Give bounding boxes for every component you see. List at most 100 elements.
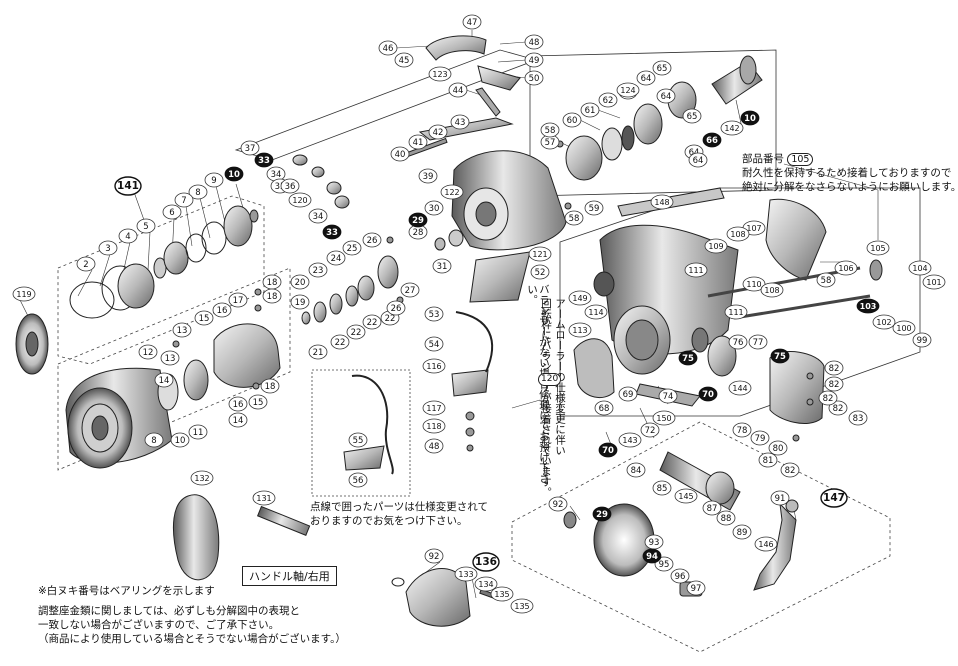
callout-badge — [114, 176, 142, 196]
part-number-callout: 70 — [598, 442, 618, 458]
group-frame-141 — [57, 195, 291, 471]
callout-number: 19 — [295, 298, 306, 308]
arm-roller-note-line2: 回転枠にバランサーが接着されています。 — [540, 298, 552, 498]
cap-132 — [172, 494, 220, 581]
callout-number: 75 — [682, 354, 694, 364]
callout-number: 13 — [177, 326, 188, 336]
pinion-stack — [565, 55, 763, 181]
callout-badge — [642, 548, 662, 564]
callout-number: 64 — [641, 74, 652, 84]
part-number-callout: 101 — [922, 274, 946, 290]
callout-number: 146 — [758, 540, 773, 549]
part-number-callout: 21 — [308, 344, 328, 360]
callout-badge — [688, 152, 708, 168]
callout-number: 69 — [623, 390, 634, 400]
part-number-callout: 34 — [308, 208, 328, 224]
rotor — [434, 150, 567, 303]
callout-number: 22 — [367, 318, 378, 328]
callout-number: 58 — [821, 276, 832, 286]
callout-badge — [424, 200, 444, 216]
callout-badge — [394, 52, 414, 68]
part-number-callout: 120 — [288, 192, 312, 208]
part-number-callout: 14 — [228, 412, 248, 428]
part-number-callout: 79 — [750, 430, 770, 446]
callout-number: 141 — [117, 180, 139, 192]
callout-badge — [912, 332, 932, 348]
callout-badge — [564, 210, 584, 226]
spec-change-parts — [343, 311, 494, 475]
part-number-callout: 92 — [548, 496, 568, 512]
callout-badge — [262, 288, 282, 304]
callout-number: 68 — [599, 404, 610, 414]
callout-number: 65 — [687, 112, 698, 122]
part-number-callout: 9 — [204, 172, 224, 188]
callout-badge — [308, 262, 328, 278]
part-number-callout: 123 — [428, 66, 452, 82]
callout-badge — [598, 442, 618, 458]
part-number-callout: 18 — [260, 378, 280, 394]
callout-badge — [98, 240, 118, 256]
callout-number: 81 — [763, 456, 774, 466]
part-number-callout: 108 — [760, 282, 784, 298]
part-number-callout: 144 — [728, 380, 752, 396]
callout-number: 60 — [567, 116, 578, 126]
part-number-callout: 17 — [228, 292, 248, 308]
callout-number: 87 — [707, 504, 718, 514]
callout-number: 100 — [896, 324, 911, 333]
part-number-callout: 48 — [524, 34, 544, 50]
part-number-callout: 82 — [824, 376, 844, 392]
part-number-callout: 54 — [424, 336, 444, 352]
callout-badge — [144, 432, 164, 448]
callout-badge — [866, 240, 890, 256]
callout-number: 15 — [199, 314, 210, 324]
callout-number: 92 — [429, 552, 440, 562]
callout-badge — [770, 348, 790, 364]
callout-number: 135 — [514, 602, 529, 611]
callout-badge — [342, 240, 362, 256]
callout-badge — [160, 350, 180, 366]
part-number-callout: 85 — [652, 480, 672, 496]
callout-badge — [424, 548, 444, 564]
callout-number: 119 — [16, 290, 31, 299]
part-number-callout: 22 — [362, 314, 382, 330]
callout-badge — [682, 108, 702, 124]
part105-note-line2: 耐久性を保持するため接着しておりますので — [742, 167, 952, 179]
callout-badge — [454, 566, 478, 582]
part-number-callout: 148 — [650, 194, 674, 210]
callout-number: 147 — [823, 492, 845, 504]
part-number-callout: 15 — [248, 394, 268, 410]
handle-shaft-131 — [256, 505, 311, 536]
callout-badge — [188, 184, 208, 200]
callout-badge — [562, 112, 582, 128]
callout-number: 53 — [429, 310, 440, 320]
group-frame-147 — [511, 421, 891, 653]
part-number-callout: 18 — [262, 274, 282, 290]
callout-number: 27 — [405, 286, 416, 296]
callout-number: 43 — [455, 118, 466, 128]
callout-badge — [650, 194, 674, 210]
callout-badge — [432, 258, 452, 274]
callout-badge — [548, 496, 568, 512]
callout-number: 10 — [175, 436, 186, 446]
callout-number: 114 — [588, 308, 603, 317]
part-number-callout: 12 — [138, 344, 158, 360]
reel-body — [573, 187, 883, 424]
callout-badge — [760, 282, 784, 298]
callout-badge — [704, 238, 728, 254]
callout-badge — [702, 500, 722, 516]
part-number-callout: 40 — [390, 146, 410, 162]
callout-number: 50 — [529, 74, 540, 84]
callout-number: 22 — [335, 338, 346, 348]
callout-badge — [378, 40, 398, 56]
part-number-callout: 61 — [580, 102, 600, 118]
callout-number: 8 — [195, 188, 200, 198]
callout-badge — [290, 274, 310, 290]
part-number-callout: 33 — [322, 224, 342, 240]
callout-badge — [254, 152, 274, 168]
callout-number: 122 — [444, 188, 459, 197]
part-number-callout: 82 — [824, 360, 844, 376]
part-number-callout: 77 — [748, 334, 768, 350]
callout-number: 109 — [708, 242, 723, 251]
spool-141 — [15, 205, 259, 375]
